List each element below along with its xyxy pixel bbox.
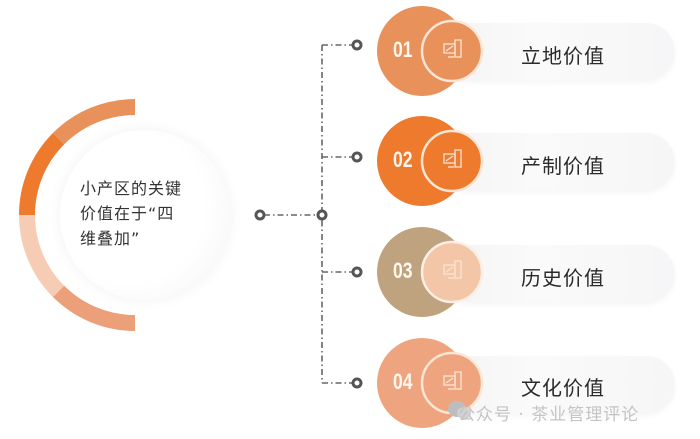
item-number-1: 01 [393,37,413,62]
item-number-2: 02 [393,147,413,172]
connector-dot-origin [254,209,266,221]
item-label-4: 文化价值 [521,376,605,400]
item-label-2: 产制价值 [521,154,605,178]
item-number-4: 04 [393,369,413,394]
item-circle-1 [377,6,484,96]
center-title: 小产区的关键 价值在于“四 维叠加” [80,176,200,251]
connector-dot-3 [351,266,363,278]
item-label-3: 历史价值 [521,266,605,290]
center-title-line-2: 价值在于“四 [80,204,175,223]
item-circle-4 [377,338,484,428]
item-number-3: 03 [393,258,413,283]
item-circle-3 [377,227,484,317]
center-hub [60,130,230,300]
item-label-1: 立地价值 [521,44,605,68]
watermark-text: 公众号 · 茶业管理评论 [458,405,640,425]
connector-dot-4 [351,377,363,389]
item-circle-2 [377,116,484,206]
wechat-icon [448,401,471,419]
center-title-line-1: 小产区的关键 [80,179,183,198]
connector-dot-junction [316,209,328,221]
connector-dot-2 [351,151,363,163]
connector-dot-1 [351,39,363,51]
center-title-line-3: 维叠加” [80,229,141,248]
outer-ring [18,98,136,332]
